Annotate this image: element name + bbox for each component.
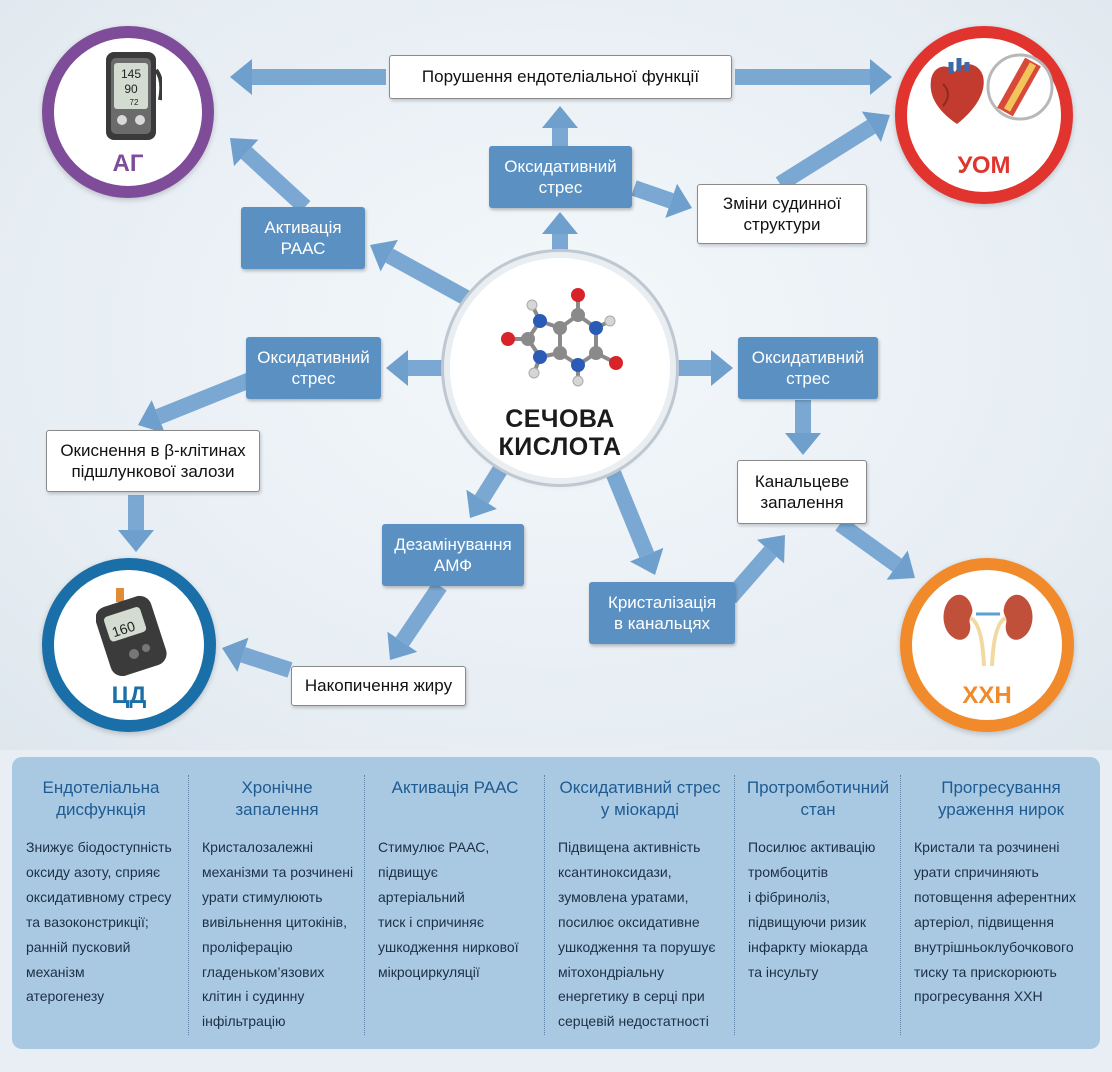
diastolic-value: 90 [124,82,138,96]
arrow-oxleft-to-beta-head [138,400,166,434]
column-heading: Хронічне запалення [235,778,319,819]
crystal-box: Кристалізація в канальцях [589,582,735,644]
kidneys-icon [943,594,1033,667]
table-column: Оксидативний стрес у міокарді Підвищена … [544,757,734,1049]
glucometer-icon: 160 [96,588,167,676]
arrow-crystal-to-tubular-head [756,535,785,564]
arrow-fat-to-cd-head [222,637,249,672]
table-column: Прогресування ураження нирок Кристали та… [900,757,1100,1049]
vascular-label: Зміни судинної структури [722,193,842,234]
arrow-oxtop-to-endo-head [542,106,578,128]
column-text: Кристали та розчинені урати спричиняють … [914,839,1076,1005]
amp-box: Дезамінування АМФ [382,524,524,586]
ag-circle: 145 90 72 АГ [42,26,214,198]
arrow-center-to-crystal-head [630,547,664,575]
arrow-fat-to-cd [240,647,293,678]
oxidative-right-label: Оксидативний стрес [751,347,865,388]
arrow-center-to-oxleft-head [386,350,408,386]
column-text: Кристалозалежні механізми та розчинені у… [202,839,354,1030]
arrow-beta-to-cd-head [118,530,154,552]
arrow-vascular-to-uom [775,119,876,191]
table-column: Ендотеліальна дисфункція Знижує біодосту… [12,757,188,1049]
tubular-label: Канальцеве запалення [754,471,850,512]
column-heading: Ендотеліальна дисфункція [42,778,160,819]
crystal-label: Кристалізація в канальцях [607,592,717,633]
fat-label: Накопичення жиру [304,676,453,696]
oxidative-right-box: Оксидативний стрес [738,337,878,399]
oxidative-left-box: Оксидативний стрес [246,337,381,399]
beta-cells-box: Окиснення в β-клітинах підшлункової зало… [46,430,260,492]
raas-label: Активація РААС [264,217,342,258]
table-column: Протромботичний стан Посилює активацію т… [734,757,900,1049]
arrow-center-to-raas-head [370,239,398,272]
center-title: СЕЧОВА КИСЛОТА [498,405,622,461]
artery-icon [986,53,1054,121]
tubular-box: Канальцеве запалення [737,460,867,524]
uom-label: УОМ [957,152,1011,179]
arrow-raas-to-ag-head [230,138,259,167]
amp-label: Дезамінування АМФ [394,534,512,575]
arrow-oxtop-to-vascular-head [665,183,692,218]
arrow-oxright-to-tubular-head [785,433,821,455]
blood-pressure-monitor-icon: 145 90 72 [106,52,162,140]
arrow-tubular-to-xxn [835,517,902,572]
endothelial-box: Порушення ендотеліальної функції [389,55,732,99]
arrow-to-uom-top-head [870,59,892,95]
arrow-center-to-oxright-head [711,350,733,386]
cd-label: ЦД [111,682,147,709]
uric-acid-center: СЕЧОВА КИСЛОТА [450,258,670,478]
column-heading: Активація РААС [391,778,519,797]
arrow-amp-to-fat-head [387,631,418,660]
arrow-tubular-to-xxn-head [886,550,915,580]
oxidative-left-label: Оксидативний стрес [257,347,370,388]
heart-icon [930,58,984,124]
arrow-center-to-raas [385,248,474,308]
column-text: Підвищена активність ксантиноксидази, зу… [558,839,716,1030]
ag-label: АГ [112,150,144,177]
xxn-label: ХХН [962,682,1012,709]
arrow-raas-to-ag [240,147,311,213]
arrow-layer [118,59,915,678]
column-text: Посилює активацію тромбоцитів і фібринол… [748,839,876,980]
cd-circle: 160 ЦД [42,558,216,732]
arrow-crystal-to-tubular [723,546,777,604]
column-text: Знижує біодоступність оксиду азоту, спри… [26,839,172,1005]
systolic-value: 145 [121,67,141,81]
uom-circle: УОМ [895,26,1073,204]
glucose-value: 160 [110,618,137,641]
column-heading: Протромботичний стан [746,778,890,819]
column-heading: Оксидативний стрес у міокарді [559,778,721,819]
endothelial-label: Порушення ендотеліальної функції [421,67,700,87]
vascular-box: Зміни судинної структури [697,184,867,244]
oxidative-top-label: Оксидативний стрес [504,156,617,197]
arrow-oxleft-to-beta [155,372,253,425]
arrow-to-ag-top-head [230,59,252,95]
xxn-circle: ХХН [900,558,1074,732]
arrow-center-to-amp-head [466,489,497,518]
arrow-center-to-amp [474,465,507,504]
arrow-oxtop-to-vascular [631,180,674,209]
uric-acid-diagram: 145 90 72 АГ УОМ 160 [0,0,1112,750]
arrow-amp-to-fat [395,581,447,647]
table-column: Активація РААС Стимулює РААС, підвищує а… [364,757,544,1049]
pulse-value: 72 [130,98,139,107]
uric-acid-molecule-icon [501,288,623,387]
fat-box: Накопичення жиру [291,666,466,706]
column-text: Стимулює РААС, підвищує артеріальний тис… [378,839,519,980]
arrow-center-to-crystal [604,466,655,558]
arrow-center-to-oxtop-head [542,212,578,234]
table-column: Хронічне запалення Кристалозалежні механ… [188,757,364,1049]
beta-cells-label: Окиснення в β-клітинах підшлункової зало… [60,440,246,481]
raas-box: Активація РААС [241,207,365,269]
arrow-vascular-to-uom-head [861,111,890,142]
mechanisms-table: Ендотеліальна дисфункція Знижує біодосту… [12,757,1100,1049]
oxidative-top-box: Оксидативний стрес [489,146,632,208]
column-heading: Прогресування ураження нирок [938,778,1064,819]
